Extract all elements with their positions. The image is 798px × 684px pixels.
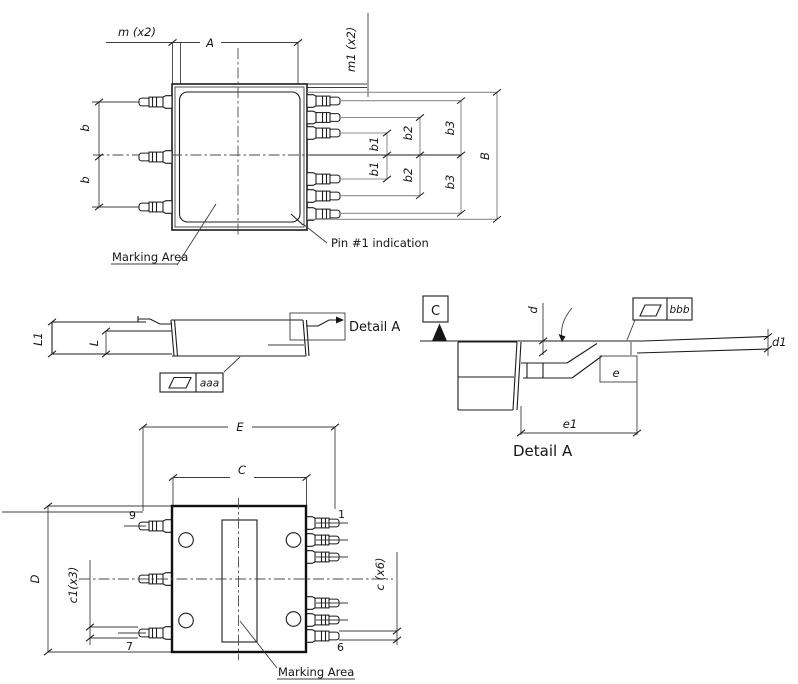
bottom-hole-bottom-left <box>178 612 194 629</box>
side-lead-right <box>306 319 340 327</box>
pin1-chamfer <box>290 213 304 226</box>
pin-number-7: 7 <box>126 640 133 653</box>
top-pin-left-2 <box>138 150 173 164</box>
parallelogram-symbol-icon <box>639 304 662 317</box>
dim-B-label: B <box>478 152 492 160</box>
pin1-indication-label: Pin #1 indication <box>331 236 429 250</box>
pin1-leader <box>302 223 328 244</box>
dim-e1-label: e1 <box>563 417 577 431</box>
bottom-marking-area-label: Marking Area <box>278 665 354 679</box>
arc-arrowhead-icon <box>558 334 566 342</box>
bottom-hole-bottom-right <box>285 611 302 627</box>
dim-b2-lower-label: b2 <box>401 168 415 183</box>
dim-C-label: C <box>238 463 246 477</box>
dim-m-label: m (x2) <box>118 25 156 39</box>
bottom-hole-top-right <box>285 532 302 548</box>
top-pin-left-3 <box>138 200 173 214</box>
top-body-mold <box>178 91 301 223</box>
dim-d1-label: d1 <box>772 335 787 349</box>
dim-b2-upper-label: b2 <box>401 126 415 141</box>
bottom-pin-6 <box>305 629 340 643</box>
top-pin-right-3 <box>306 126 341 140</box>
dim-b3-upper-label: b3 <box>443 121 457 136</box>
dim-m1-label: m1 (x2) <box>344 27 358 72</box>
detail-a-caption: Detail A <box>513 442 573 460</box>
bottom-marking-leader <box>239 620 278 669</box>
dim-b-upper-label: b <box>78 124 92 131</box>
dim-l-label: L <box>87 340 101 346</box>
lead-angle-arc <box>561 307 573 341</box>
side-lead-tip <box>336 316 344 324</box>
side-view: Detail A L1 L aaa <box>31 312 400 393</box>
aaa-label: aaa <box>200 378 219 390</box>
dim-b1-upper-label: b1 <box>367 137 381 152</box>
bottom-marking-slot <box>221 519 258 643</box>
dim-c6-label: c (x6) <box>373 557 387 590</box>
bbb-label: bbb <box>670 304 690 316</box>
datum-triangle-icon <box>432 323 447 341</box>
dim-b-lower-label: b <box>78 176 92 183</box>
top-pin-right-4 <box>306 172 341 186</box>
top-pin-right-6 <box>306 207 341 221</box>
side-lead-left <box>138 318 172 325</box>
top-body-outline <box>171 83 308 231</box>
right-dimension-brackets <box>307 88 502 223</box>
dim-l1-label: L1 <box>31 332 45 346</box>
top-view: m (x2) A m1 (x2) Pin #1 indication Marki… <box>78 13 502 266</box>
dim-e-label: e <box>612 366 619 380</box>
dim-D-label: D <box>28 574 42 583</box>
dim-d-label: d <box>526 306 540 314</box>
dim-b3-lower-label: b3 <box>443 175 457 190</box>
top-marking-area-label: Marking Area <box>112 250 188 264</box>
top-pin-right-2 <box>306 110 341 125</box>
datum-c-label: C <box>431 304 440 319</box>
pin-number-9: 9 <box>129 509 136 522</box>
pin-number-1: 1 <box>338 508 345 521</box>
top-pin-right-5 <box>306 189 341 203</box>
parallelogram-symbol-icon <box>168 376 192 389</box>
dim-E-label: E <box>236 420 244 434</box>
top-pin-right-1 <box>306 94 341 108</box>
bottom-view: E C D <box>2 420 402 680</box>
top-pin-left-1 <box>138 95 173 109</box>
bbb-tolerance-flag: bbb <box>626 297 693 341</box>
dim-b1-lower-label: b1 <box>367 162 381 177</box>
dim-a-label: A <box>205 36 214 50</box>
detail-a-view: C e e1 d <box>420 295 787 460</box>
marking-leader <box>176 203 217 266</box>
pin-number-6: 6 <box>337 641 344 654</box>
aaa-tolerance-flag: aaa <box>159 356 241 393</box>
bottom-hole-top-left <box>178 532 194 548</box>
detail-a-callout-box <box>289 312 346 341</box>
dim-c1-label: c1(x3) <box>66 567 80 604</box>
detail-a-callout-label: Detail A <box>349 320 400 335</box>
datum-c-symbol: C <box>422 295 449 341</box>
